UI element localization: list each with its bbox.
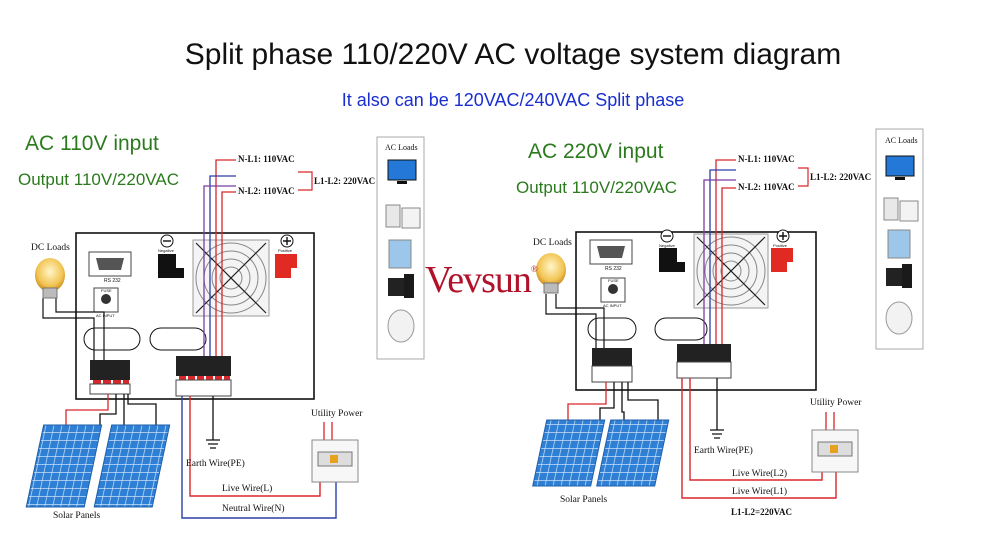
page-subtitle: It also can be 120VAC/240VAC Split phase [341, 90, 685, 110]
right-live-wire-l1-label: Live Wire(L1) [732, 487, 788, 497]
left-battery-neg-terminal [158, 254, 184, 278]
left-ac-terminal-block [176, 356, 231, 376]
left-solar-panels-label: Solar Panels [53, 511, 101, 521]
left-cable-port-1 [83, 327, 141, 351]
right-ac-input-label: AC INPUT [603, 303, 622, 308]
right-input-label: AC 220V input [528, 140, 664, 163]
right-live-wire-l2-label: Live Wire(L2) [732, 469, 788, 479]
left-rs232-label: RS 232 [104, 278, 121, 284]
brand-name: Vevsun [425, 259, 532, 301]
right-dc-bulb [536, 253, 566, 287]
right-dc-terminal-block [592, 348, 632, 366]
right-output-label: Output 110V/220VAC [516, 178, 677, 197]
left-live-wire-label: Live Wire(L) [222, 484, 273, 494]
right-utility-power-label: Utility Power [810, 398, 862, 408]
brand-logo: Vevsun® [425, 258, 538, 302]
right-cable-port-1 [587, 317, 637, 341]
right-battery-pos-terminal [771, 248, 793, 272]
right-l1l2-bottom-label: L1-L2=220VAC [731, 507, 792, 517]
left-dc-loads-label: DC Loads [31, 243, 70, 253]
right-battery-neg-terminal [659, 248, 685, 272]
right-nl1-label: N-L1: 110VAC [738, 154, 795, 164]
left-l1l2-label: L1-L2: 220VAC [314, 176, 376, 186]
left-battery-pos-terminal [275, 254, 297, 278]
right-nl2-label: N-L2: 110VAC [738, 182, 795, 192]
left-fuse-label: FUSE [101, 288, 112, 293]
left-ac-loads-label: AC Loads [385, 143, 418, 152]
right-cable-port-2 [654, 317, 708, 341]
left-solar-panel-2 [93, 424, 171, 508]
right-ac-loads-label: AC Loads [885, 136, 918, 145]
right-dc-loads-label: DC Loads [533, 238, 572, 248]
left-battery-pos-label: Positive [278, 248, 293, 253]
left-input-label: AC 110V input [25, 132, 159, 155]
right-fuse-label: FUSE [608, 278, 619, 283]
right-earth-wire-label: Earth Wire(PE) [694, 446, 753, 456]
left-earth-wire-label: Earth Wire(PE) [186, 459, 245, 469]
left-neutral-wire-label: Neutral Wire(N) [222, 504, 285, 514]
left-system [25, 136, 425, 519]
left-nl1-label: N-L1: 110VAC [238, 154, 295, 164]
page-title: Split phase 110/220V AC voltage system d… [184, 38, 842, 71]
left-cable-port-2 [149, 327, 207, 351]
left-solar-panel-1 [25, 424, 103, 508]
left-dc-terminal-block [90, 360, 130, 380]
left-ac-input-label: AC INPUT [96, 313, 115, 318]
right-solar-panel-2 [596, 419, 670, 487]
left-utility-power-label: Utility Power [311, 409, 363, 419]
right-solar-panels-label: Solar Panels [560, 495, 608, 505]
right-solar-panel-1 [532, 419, 606, 487]
right-system [532, 128, 924, 499]
brand-mark: ® [530, 264, 538, 274]
right-l1l2-label: L1-L2: 220VAC [810, 172, 872, 182]
right-ac-terminal-block [677, 344, 731, 362]
left-battery-neg-label: Negative [158, 248, 174, 253]
left-output-label: Output 110V/220VAC [18, 170, 179, 189]
left-nl2-label: N-L2: 110VAC [238, 186, 295, 196]
left-dc-bulb [35, 258, 65, 292]
right-battery-neg-label: Negative [659, 243, 675, 248]
right-rs232-label: RS 232 [605, 266, 622, 272]
right-battery-pos-label: Positive [773, 243, 788, 248]
